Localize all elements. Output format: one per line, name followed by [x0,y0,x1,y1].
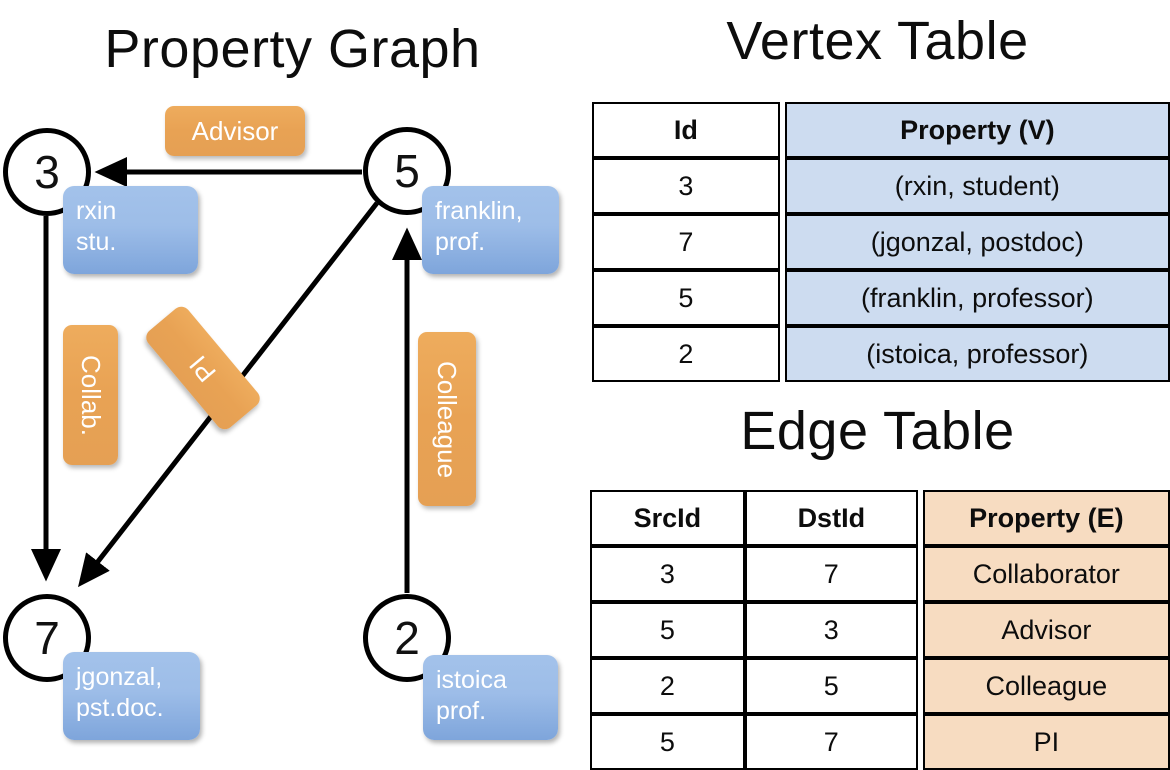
vertex-property-callout-3: rxin stu. [63,186,198,274]
edge-label-advisor: Advisor [165,106,305,156]
edge-table-cell-property: Advisor [922,602,1170,658]
graph-vertex-5[interactable]: 5 [363,127,451,215]
table-row: 5 7 PI [590,714,1170,770]
vertex-property-callout-3-line1: rxin [76,197,117,225]
vertex-property-callout-2-line1: istoica [436,666,507,694]
vertex-property-callout-5-line1: franklin, [435,197,523,225]
vertex-table-cell-id: 2 [592,326,780,382]
vertex-property-callout-2-line2: prof. [436,696,487,725]
vertex-table: Id Property (V) 3 (rxin, student) 7 (jgo… [592,102,1170,382]
edge-table-cell-property: Colleague [922,658,1170,714]
vertex-table-cell-property: (jgonzal, postdoc) [784,214,1170,270]
table-row: 3 7 Collaborator [590,546,1170,602]
edge-label-collab: Collab. [63,325,118,465]
table-row: 2 (istoica, professor) [592,326,1170,382]
page-title-property-graph: Property Graph [104,19,481,79]
graph-vertex-2[interactable]: 2 [363,594,451,682]
vertex-table-header-property: Property (V) [784,102,1170,158]
edge-label-collab-text: Collab. [76,354,106,436]
vertex-table-cell-id: 7 [592,214,780,270]
edge-table-header-dstid: DstId [744,490,918,546]
edge-label-pi-text: PI [183,349,223,388]
edge-table-cell-dstid: 7 [744,546,918,602]
page-title-vertex-table: Vertex Table [726,11,1029,71]
edge-table-header-srcid: SrcId [590,490,745,546]
vertex-property-callout-3-line2: stu. [76,227,117,256]
vertex-table-cell-id: 5 [592,270,780,326]
page-title-edge-table: Edge Table [740,401,1015,461]
edge-label-colleague: Colleague [418,332,476,506]
table-row: 2 5 Colleague [590,658,1170,714]
vertex-table-cell-property: (istoica, professor) [784,326,1170,382]
edge-table: SrcId DstId Property (E) 3 7 Collaborato… [590,490,1170,770]
vertex-table-cell-id: 3 [592,158,780,214]
graph-vertex-3-label: 3 [34,146,60,198]
vertex-table-header-row: Id Property (V) [592,102,1170,158]
edge-table-cell-srcid: 3 [590,546,745,602]
vertex-property-callout-7-line2: pst.doc. [76,693,164,722]
edge-label-advisor-text: Advisor [191,115,279,146]
edge-table-cell-dstid: 3 [744,602,918,658]
vertex-table-cell-property: (rxin, student) [784,158,1170,214]
graph-vertex-5-label: 5 [394,145,420,197]
edge-table-cell-dstid: 5 [744,658,918,714]
edge-table-cell-srcid: 5 [590,602,745,658]
edge-label-colleague-text: Colleague [432,360,463,478]
vertex-property-callout-7-line1: jgonzal, [76,663,163,691]
vertex-property-callout-7: jgonzal, pst.doc. [63,652,200,740]
edge-table-header-property: Property (E) [922,490,1170,546]
vertex-property-callout-5-line2: prof. [435,227,486,256]
property-graph-diagram: 3 5 7 2 rxin stu. franklin, prof. jgonza… [0,0,585,760]
edge-table-cell-property: Collaborator [922,546,1170,602]
edge-table-cell-srcid: 5 [590,714,745,770]
table-row: 7 (jgonzal, postdoc) [592,214,1170,270]
edge-table-cell-dstid: 7 [744,714,918,770]
edge-table-header-row: SrcId DstId Property (E) [590,490,1170,546]
vertex-table-header-id: Id [592,102,780,158]
table-row: 5 3 Advisor [590,602,1170,658]
vertex-property-callout-2: istoica prof. [423,655,558,740]
edge-table-cell-srcid: 2 [590,658,745,714]
graph-vertex-7-label: 7 [34,612,60,664]
graph-vertex-2-label: 2 [394,612,420,664]
edge-table-cell-property: PI [922,714,1170,770]
vertex-property-callout-5: franklin, prof. [422,186,559,274]
table-row: 3 (rxin, student) [592,158,1170,214]
table-row: 5 (franklin, professor) [592,270,1170,326]
vertex-table-cell-property: (franklin, professor) [784,270,1170,326]
